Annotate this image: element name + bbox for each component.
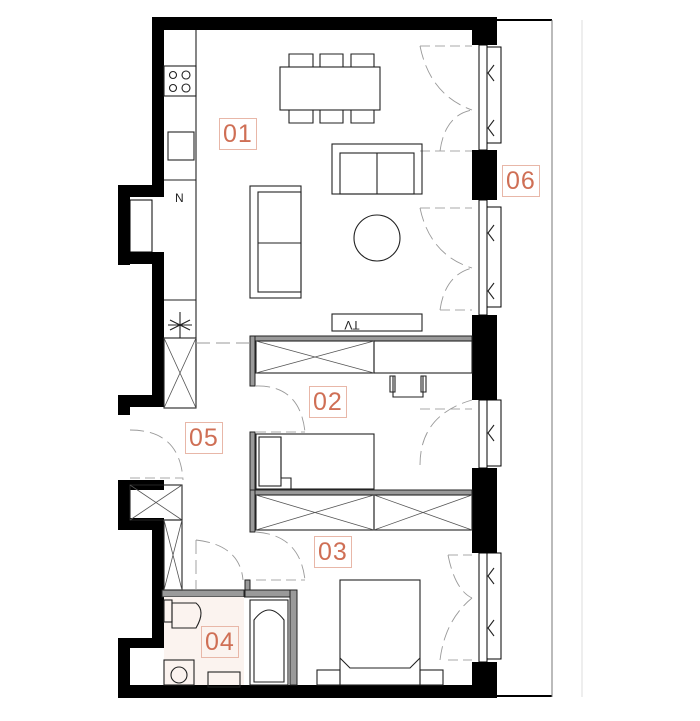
bathroom-fixtures [163, 597, 289, 688]
wardrobes [129, 340, 473, 591]
ventilation-icon [168, 312, 192, 338]
washing-machine-icon [163, 659, 195, 686]
room-label-02: 02 [309, 386, 347, 418]
fridge-label: N [175, 191, 184, 205]
coffee-table [353, 214, 401, 262]
cooktop-icon [163, 65, 197, 97]
armchair-sofa [331, 143, 423, 195]
room-label-04: 04 [201, 626, 239, 658]
exterior-walls [118, 17, 497, 698]
sofa [249, 185, 302, 299]
toilet-icon [171, 602, 202, 629]
windows [129, 44, 502, 663]
room-label-01: 01 [219, 118, 257, 150]
desk-chair [389, 375, 427, 398]
double-bed [316, 579, 444, 686]
bathtub [249, 599, 289, 686]
dining-table [279, 53, 381, 124]
interior-walls [161, 335, 473, 686]
room-label-05: 05 [185, 422, 223, 454]
tv-unit [331, 313, 423, 332]
window-swings [419, 45, 473, 661]
tv-label: TV [344, 318, 359, 332]
sink-icon [167, 131, 195, 161]
kitchen-counter [163, 30, 197, 409]
balcony-outline [497, 19, 583, 697]
single-bed [255, 433, 375, 490]
room-label-03: 03 [314, 536, 352, 568]
door-swings [129, 342, 306, 590]
room-label-06: 06 [502, 165, 540, 197]
washbasin-icon [207, 671, 241, 688]
